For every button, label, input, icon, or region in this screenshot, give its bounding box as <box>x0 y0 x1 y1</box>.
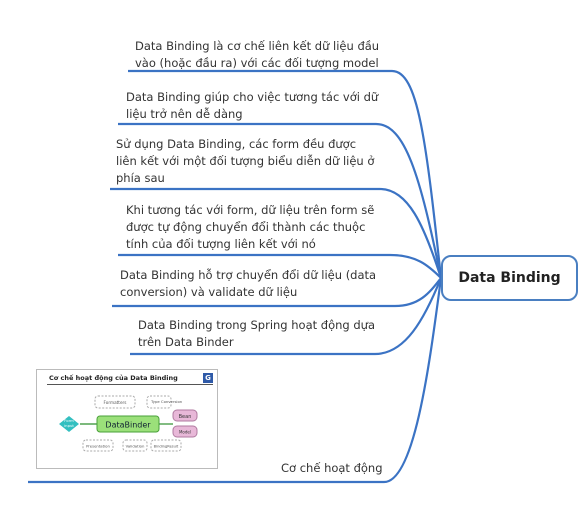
thumb-label-model: Model <box>179 430 191 435</box>
thumb-label-form: Form <box>64 418 74 423</box>
branch-node-4-line-3: tính của đối tượng liên kết với nó <box>126 237 316 251</box>
branch-node-1-line-1: Data Binding là cơ chế liên kết dữ liệu … <box>135 39 380 53</box>
central-topic[interactable]: Data Binding <box>441 255 578 301</box>
thumb-box-bindingresult <box>150 439 182 452</box>
branch-node-7-line-1: Cơ chế hoạt động <box>281 461 383 475</box>
thumb-model-box <box>172 425 198 438</box>
thumb-label-conversion: Type Conversion <box>150 399 183 404</box>
branch-line-3 <box>110 187 443 279</box>
thumb-form-diamond <box>59 416 79 432</box>
branch-line-6 <box>130 277 443 356</box>
thumb-bean-box <box>172 409 198 422</box>
thumb-label-formatters: Formatters <box>104 400 127 405</box>
branch-node-4-line-2: được tự động chuyển đổi thành các thuộc <box>126 220 366 234</box>
thumb-label-bindingresult: BindingResult <box>154 445 179 449</box>
branch-node-2-line-1: Data Binding giúp cho việc tương tác với… <box>126 90 379 104</box>
branch-node-7[interactable]: Cơ chế hoạt động <box>281 460 383 477</box>
thumb-box-validation <box>122 439 148 452</box>
branch-node-5-line-1: Data Binding hỗ trợ chuyển đổi dữ liệu (… <box>120 268 377 282</box>
branch-node-5-line-2: conversion) và validate dữ liệu <box>120 285 298 299</box>
branch-node-6-line-1: Data Binding trong Spring hoạt động dựa <box>138 318 376 332</box>
thumb-label-databinder: DataBinder <box>105 421 151 430</box>
branch-node-4-line-1: Khi tương tác với form, dữ liệu trên for… <box>126 203 375 217</box>
thumbnail-logo-icon: G <box>203 373 213 383</box>
branch-line-5 <box>112 277 442 308</box>
thumbnail-diagram: Formatters Type Conversion Form input Da… <box>59 395 198 452</box>
central-topic-label: Data Binding <box>458 270 561 286</box>
thumb-label-validation: Validation <box>126 444 145 449</box>
branch-line-2 <box>118 122 443 279</box>
branch-node-6-line-2: trên Data Binder <box>138 335 234 349</box>
branch-node-2[interactable]: Data Binding giúp cho việc tương tác với… <box>126 89 378 123</box>
branch-node-6[interactable]: Data Binding trong Spring hoạt động dựa … <box>138 317 375 351</box>
branch-node-1-line-2: vào (hoặc đầu ra) với các đối tượng mode… <box>135 56 379 70</box>
diagram-thumbnail[interactable]: Cơ chế hoạt động của Data Binding G Form… <box>36 369 218 469</box>
thumbnail-title: Cơ chế hoạt động của Data Binding <box>49 374 178 382</box>
branch-node-4[interactable]: Khi tương tác với form, dữ liệu trên for… <box>126 202 374 253</box>
thumb-box-formatters <box>94 395 136 409</box>
thumbnail-divider <box>47 384 213 385</box>
branch-line-7 <box>28 277 443 484</box>
thumb-label-input: input <box>64 423 74 428</box>
branch-line-1 <box>128 69 443 279</box>
thumb-label-presentation: Presentation <box>86 444 110 449</box>
thumb-box-presentation <box>82 439 114 452</box>
thumb-box-conversion <box>146 395 172 409</box>
branch-node-3-line-3: phía sau <box>116 171 165 185</box>
branch-node-2-line-2: liệu trở nên dễ dàng <box>126 107 243 121</box>
thumb-label-bean: Bean <box>179 414 192 420</box>
branch-node-3[interactable]: Sử dụng Data Binding, các form đều được … <box>116 136 374 187</box>
branch-line-4 <box>118 253 442 279</box>
branch-node-5[interactable]: Data Binding hỗ trợ chuyển đổi dữ liệu (… <box>120 267 376 301</box>
branch-node-3-line-1: Sử dụng Data Binding, các form đều được <box>116 137 357 151</box>
branch-node-3-line-2: liên kết với một đối tượng biểu diễn dữ … <box>116 154 375 168</box>
branch-node-1[interactable]: Data Binding là cơ chế liên kết dữ liệu … <box>135 38 379 72</box>
